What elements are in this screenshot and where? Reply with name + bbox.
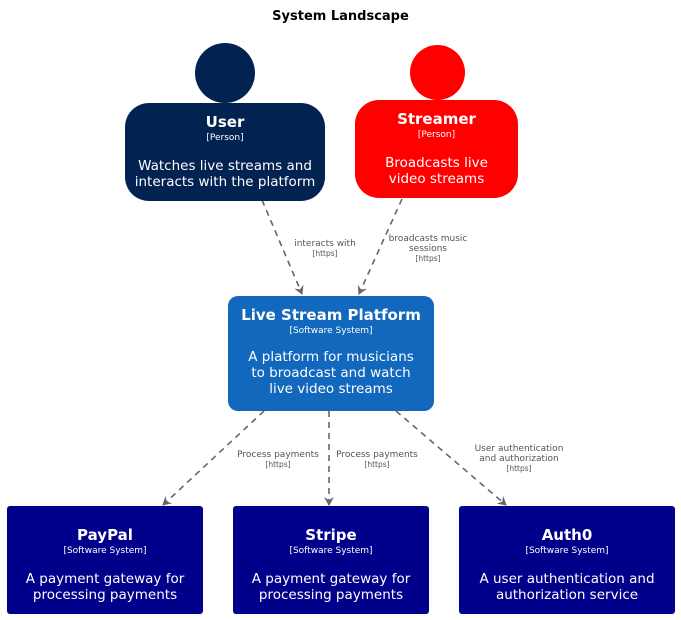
edge-label-tech: [https] (506, 464, 532, 473)
edge-label-platform-paypal: Process payments [https] (230, 450, 326, 470)
edge-label-text: broadcasts music sessions (388, 234, 468, 254)
user-head-icon (195, 43, 255, 103)
edge-platform-auth0 (395, 410, 507, 506)
streamer-desc: Broadcasts live video streams (385, 155, 488, 187)
user-desc: Watches live streams and interacts with … (134, 158, 316, 190)
edge-label-tech: [https] (415, 254, 441, 263)
edge-label-streamer-platform: broadcasts music sessions [https] (384, 234, 472, 264)
edge-label-tech: [https] (312, 249, 338, 258)
platform-node[interactable]: Live Stream Platform [Software System] A… (228, 296, 434, 411)
edge-label-text: Process payments (237, 450, 319, 460)
auth0-type: [Software System] (525, 546, 609, 556)
edge-label-text: User authentication and authorization (474, 444, 564, 464)
diagram-title: System Landscape (272, 9, 409, 24)
user-node[interactable]: User [Person] Watches live streams and i… (125, 103, 325, 201)
platform-desc: A platform for musicians to broadcast an… (248, 349, 414, 397)
edge-label-platform-auth0: User authentication and authorization [h… (468, 444, 570, 474)
paypal-node[interactable]: PayPal [Software System] A payment gatew… (7, 506, 203, 614)
paypal-desc: A payment gateway for processing payment… (25, 571, 185, 603)
paypal-type: [Software System] (63, 546, 147, 556)
stripe-node[interactable]: Stripe [Software System] A payment gatew… (233, 506, 429, 614)
edge-platform-paypal (162, 410, 265, 506)
edge-label-user-platform: interacts with [https] (285, 239, 365, 259)
paypal-name: PayPal (77, 526, 133, 544)
streamer-head-icon (410, 45, 465, 100)
edge-label-platform-stripe: Process payments [https] (329, 450, 425, 470)
edge-label-text: interacts with (294, 239, 356, 249)
streamer-name: Streamer (397, 110, 476, 128)
auth0-node[interactable]: Auth0 [Software System] A user authentic… (459, 506, 675, 614)
edge-label-tech: [https] (265, 460, 291, 469)
stripe-desc: A payment gateway for processing payment… (251, 571, 411, 603)
auth0-desc: A user authentication and authorization … (479, 571, 655, 603)
platform-name: Live Stream Platform (241, 306, 421, 324)
stripe-type: [Software System] (289, 546, 373, 556)
platform-type: [Software System] (289, 326, 373, 336)
streamer-type: [Person] (417, 130, 456, 140)
stripe-name: Stripe (305, 526, 357, 544)
streamer-node[interactable]: Streamer [Person] Broadcasts live video … (355, 100, 518, 198)
user-name: User (205, 113, 245, 131)
edge-label-tech: [https] (364, 460, 390, 469)
edge-label-text: Process payments (336, 450, 418, 460)
user-type: [Person] (206, 133, 244, 143)
auth0-name: Auth0 (541, 526, 593, 544)
